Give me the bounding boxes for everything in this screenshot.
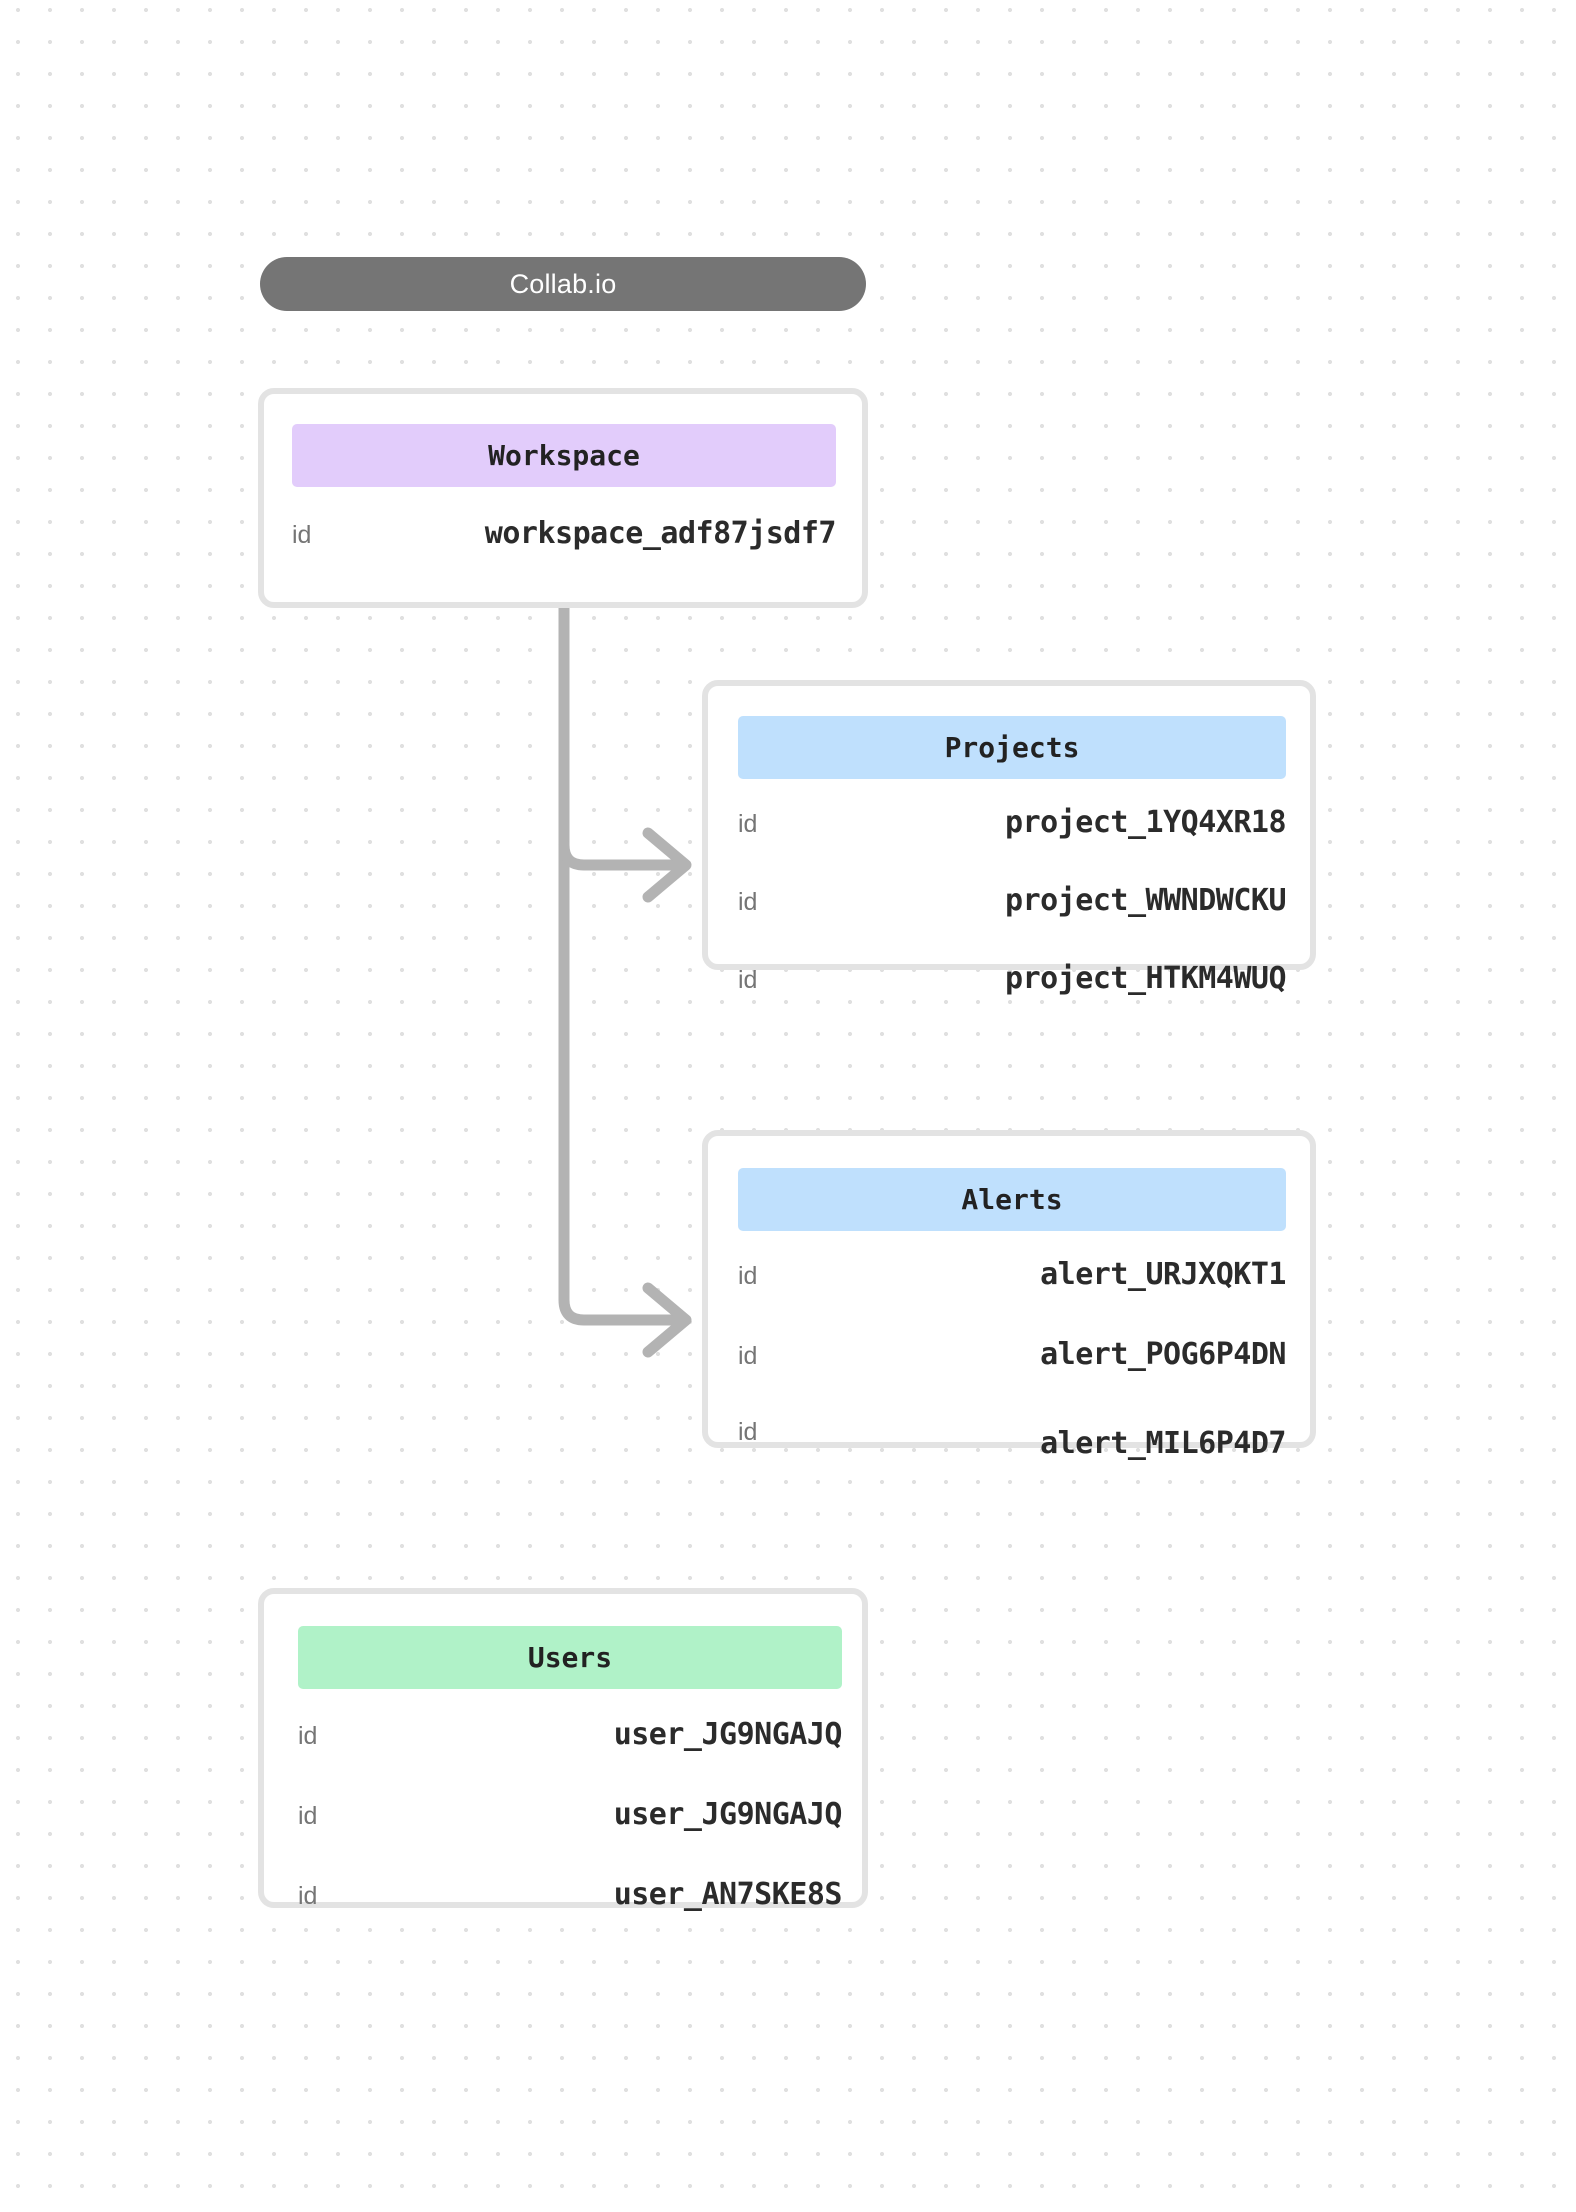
entity-row: id project_HTKM4WUQ — [738, 964, 1286, 994]
entity-row: id project_1YQ4XR18 — [738, 808, 1286, 838]
entity-row: id alert_MIL6P4D7 — [738, 1418, 1286, 1459]
entity-title-workspace: Workspace — [488, 438, 640, 472]
arrowhead-projects — [642, 827, 692, 903]
row-value: workspace_adf87jsdf7 — [484, 516, 837, 551]
entity-row: id project_WWNDWCKU — [738, 886, 1286, 916]
diagram-title-pill[interactable]: Collab.io — [260, 257, 866, 311]
entity-header-projects: Projects — [738, 716, 1286, 779]
row-value: project_HTKM4WUQ — [1005, 961, 1286, 996]
row-value: project_WWNDWCKU — [1005, 883, 1286, 918]
row-value: user_JG9NGAJQ — [613, 1797, 843, 1832]
diagram-title-label: Collab.io — [509, 268, 617, 299]
row-key: id — [298, 1722, 318, 1750]
entity-title-users: Users — [527, 1640, 613, 1674]
row-value: alert_URJXQKT1 — [1040, 1257, 1286, 1292]
entity-header-workspace: Workspace — [292, 424, 836, 487]
connector-workspace-projects — [558, 839, 686, 871]
row-key: id — [298, 1882, 318, 1910]
row-key: id — [738, 888, 758, 916]
row-key: id — [738, 1262, 758, 1290]
entity-row: id alert_POG6P4DN — [738, 1340, 1286, 1370]
connector-trunk — [558, 602, 686, 1326]
entity-card-projects[interactable]: Projects id project_1YQ4XR18 id project_… — [702, 680, 1316, 994]
entity-header-users: Users — [298, 1626, 842, 1689]
entity-header-alerts: Alerts — [738, 1168, 1286, 1231]
entity-title-projects: Projects — [944, 730, 1080, 764]
row-value: user_JG9NGAJQ — [613, 1717, 843, 1752]
row-key: id — [738, 810, 758, 838]
entity-card-alerts[interactable]: Alerts id alert_URJXQKT1 id alert_POG6P4… — [702, 1130, 1316, 1459]
row-value: user_AN7SKE8S — [613, 1877, 843, 1912]
arrowhead-alerts — [642, 1282, 692, 1358]
row-key: id — [738, 1418, 758, 1446]
row-value: alert_MIL6P4D7 — [1040, 1426, 1286, 1461]
row-key: id — [292, 521, 312, 549]
entity-row: id user_JG9NGAJQ — [298, 1717, 843, 1752]
row-key: id — [738, 966, 758, 994]
entity-row: id alert_URJXQKT1 — [738, 1260, 1286, 1290]
entity-card-users[interactable]: Users id user_JG9NGAJQ id user_JG9NGAJQ … — [258, 1588, 868, 1912]
row-value: alert_POG6P4DN — [1040, 1337, 1286, 1372]
entity-row: id user_JG9NGAJQ — [298, 1797, 843, 1832]
row-value: project_1YQ4XR18 — [1005, 805, 1286, 840]
entity-card-workspace[interactable]: Workspace id workspace_adf87jsdf7 — [258, 388, 868, 608]
row-key: id — [298, 1802, 318, 1830]
entity-row: id user_AN7SKE8S — [298, 1877, 843, 1912]
entity-row: id workspace_adf87jsdf7 — [292, 516, 837, 551]
entity-title-alerts: Alerts — [961, 1182, 1063, 1216]
row-key: id — [738, 1342, 758, 1370]
